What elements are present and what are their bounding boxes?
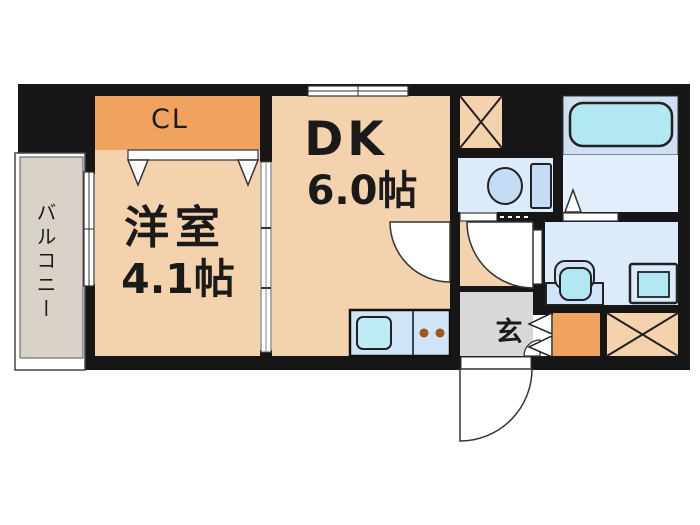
wall-balcony-lower <box>83 284 95 358</box>
closet-area <box>95 96 260 150</box>
toilet-door-dashes <box>497 212 533 222</box>
hallway-door-arc <box>466 221 534 289</box>
wall-room-divider-top <box>260 84 272 162</box>
walls <box>18 84 690 370</box>
window-balcony <box>83 171 95 287</box>
wall-shaft-block <box>502 84 563 158</box>
wall-bottom <box>83 356 690 370</box>
sliding-door-room-divider <box>260 161 272 353</box>
toilet-icon <box>487 163 552 209</box>
wall-right <box>678 84 690 370</box>
balcony-floor <box>19 156 84 359</box>
wall-top-left-block <box>18 84 95 158</box>
wall-room-divider-bottom <box>260 350 272 370</box>
toilet-door <box>459 212 498 222</box>
window-top <box>307 85 409 97</box>
hatched-shaft-bottom-icon <box>606 312 679 357</box>
closet-door <box>126 149 260 188</box>
wall-toilet-bath-divider <box>553 158 563 222</box>
western-room-floor <box>95 150 260 356</box>
dk-door-arc <box>389 221 451 283</box>
entrance-door-arc <box>459 368 533 442</box>
bathroom-floor <box>563 155 678 212</box>
bathtub-icon <box>568 101 674 148</box>
wall-balcony-upper <box>83 158 95 174</box>
wall-washroom-bottom <box>533 305 690 315</box>
bathroom-door-sill <box>562 212 619 222</box>
shoe-cabinet <box>553 313 600 356</box>
washing-machine-icon <box>545 260 604 306</box>
wall-dk-right <box>450 84 460 370</box>
stove-burners-icon <box>419 328 445 338</box>
wall-toilet-top <box>460 148 563 158</box>
shoe-cabinet-folding-door <box>527 311 553 359</box>
entrance-door-sill <box>460 356 532 370</box>
kitchen-counter <box>348 308 452 358</box>
bathroom-door-swing <box>563 187 583 213</box>
wall-shoebox-gap <box>600 313 607 357</box>
wash-basin-icon <box>628 262 679 305</box>
hatched-shaft-top-icon <box>459 95 503 149</box>
wall-hall-entrance-step <box>460 286 533 292</box>
entrance-floor <box>460 292 533 356</box>
kitchen-sink-icon <box>356 316 392 350</box>
